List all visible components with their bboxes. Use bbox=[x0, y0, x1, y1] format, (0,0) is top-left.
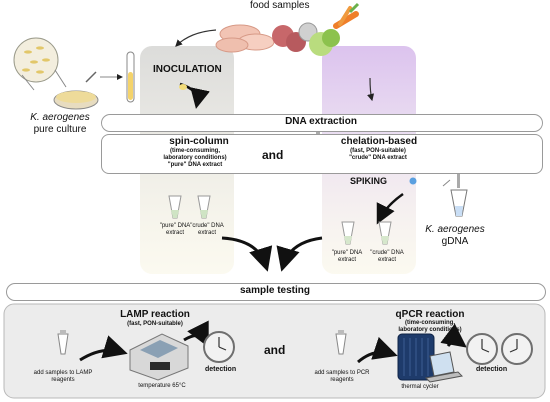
qpcr-detection-label: detection bbox=[476, 366, 508, 373]
left-crude-label-1: "crude" DNA bbox=[190, 223, 224, 229]
culture-organism-label: K. aerogenes bbox=[30, 112, 90, 123]
spin-column-note-1: (time-consuming, bbox=[169, 148, 220, 154]
pure-extract-tube-left bbox=[168, 195, 182, 219]
left-pure-label-2: extract bbox=[165, 230, 184, 236]
food-samples-icon bbox=[215, 2, 360, 56]
culture-tube-icon bbox=[126, 51, 135, 103]
qpcr-title: qPCR reaction bbox=[395, 309, 465, 320]
lamp-title: LAMP reaction bbox=[120, 309, 190, 320]
arrow-food-to-spiking bbox=[367, 77, 375, 102]
qpcr-step-label-1: add samples to PCR bbox=[314, 370, 370, 376]
spin-column-note-3: "pure" DNA extract bbox=[167, 162, 223, 168]
dna-extraction-bar bbox=[101, 114, 543, 132]
gdna-organism-label: K. aerogenes bbox=[425, 224, 485, 235]
arrow-qpcr-step-2 bbox=[440, 323, 467, 348]
lamp-subtitle: (fast, PON-suitable) bbox=[127, 321, 183, 327]
extraction-and-label: and bbox=[262, 148, 284, 162]
lamp-detection-label: detection bbox=[205, 366, 237, 373]
lamp-sample-tube-icon bbox=[57, 330, 69, 355]
chelation-note-2: "crude" DNA extract bbox=[349, 155, 407, 161]
right-pure-label-1: "pure" DNA bbox=[331, 250, 363, 256]
culture-drop-icon bbox=[179, 84, 187, 90]
right-pure-label-2: extract bbox=[337, 257, 356, 263]
chelation-title: chelation-based bbox=[340, 136, 418, 147]
sample-testing-title: sample testing bbox=[239, 285, 311, 296]
qpcr-subtitle-1: (time-consuming, bbox=[404, 320, 455, 326]
lamp-step-label-2: reagents bbox=[51, 377, 75, 383]
chelation-note-1: (fast, PON-suitable) bbox=[350, 148, 406, 154]
crude-extract-tube-right bbox=[378, 221, 392, 245]
qpcr-instrument-label: thermal cycler bbox=[401, 384, 439, 390]
left-crude-label-2: extract bbox=[197, 230, 216, 236]
crude-extract-tube-left bbox=[197, 195, 211, 219]
thermal-cycler-icon bbox=[397, 333, 435, 381]
lamp-temperature-label: temperature 65°C bbox=[138, 383, 186, 389]
arrow-qpcr-step-1 bbox=[357, 336, 398, 364]
qpcr-timer-icon-1 bbox=[466, 333, 498, 365]
right-crude-label-2: extract bbox=[377, 257, 396, 263]
food-samples-label: food samples bbox=[250, 0, 310, 11]
spin-column-title: spin-column bbox=[169, 136, 229, 147]
pure-extract-tube-right bbox=[341, 221, 355, 245]
arrow-left-to-testing bbox=[221, 236, 273, 272]
lamp-step-label-1: add samples to LAMP bbox=[33, 370, 93, 376]
lamp-timer-icon bbox=[203, 331, 235, 363]
arrow-food-to-inoculation bbox=[175, 29, 217, 47]
qpcr-step-label-2: reagents bbox=[330, 377, 354, 383]
gdna-label: gDNA bbox=[441, 236, 469, 247]
culture-label: pure culture bbox=[33, 124, 87, 135]
qpcr-subtitle-2: laboratory conditions) bbox=[398, 327, 462, 333]
gdna-tube-icon bbox=[442, 172, 468, 217]
dna-extraction-title: DNA extraction bbox=[285, 116, 357, 127]
extraction-methods-box bbox=[101, 134, 543, 174]
spin-column-note-2: laboratory conditions) bbox=[163, 155, 227, 161]
arrow-right-to-testing bbox=[276, 236, 323, 272]
gdna-drop-icon bbox=[409, 177, 417, 185]
arrow-spiking bbox=[376, 192, 404, 225]
sample-testing-bar bbox=[6, 283, 546, 301]
qpcr-sample-tube-icon bbox=[335, 330, 347, 355]
testing-and-label: and bbox=[264, 343, 286, 357]
right-crude-label-1: "crude" DNA bbox=[370, 250, 404, 256]
lamp-heater-icon bbox=[129, 333, 189, 381]
left-pure-label-1: "pure" DNA bbox=[159, 223, 191, 229]
arrow-lamp-step-1 bbox=[79, 335, 128, 362]
inoculation-label: INOCULATION bbox=[153, 64, 222, 75]
qpcr-timer-icon-2 bbox=[501, 333, 533, 365]
spiking-label: SPIKING bbox=[350, 176, 388, 186]
laptop-icon bbox=[424, 351, 464, 383]
petri-dish-icon bbox=[13, 37, 99, 110]
